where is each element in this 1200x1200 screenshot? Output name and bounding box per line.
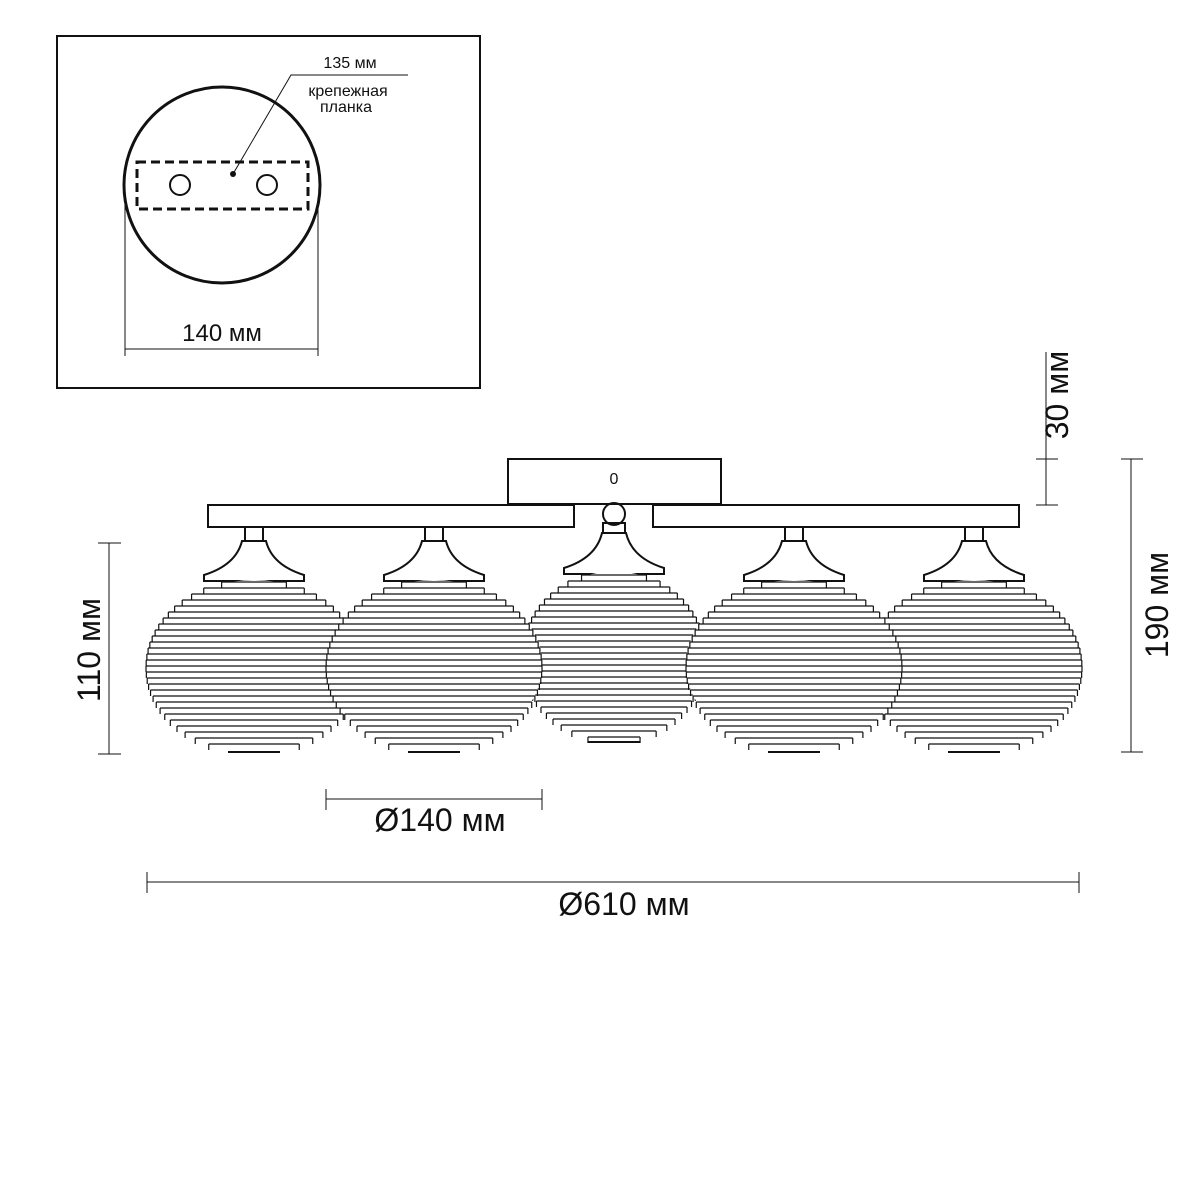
dimensions: 30 мм 190 мм 110 мм Ø140 мм Ø610 мм (71, 351, 1175, 922)
shade-3 (521, 532, 707, 743)
inset-frame (56, 35, 481, 389)
mounting-bar-dashed (135, 160, 310, 211)
canopy-height-label: 30 мм (1039, 351, 1075, 439)
shade-4 (685, 526, 903, 753)
shade-1 (145, 526, 363, 753)
canopy-mark: 0 (610, 471, 619, 488)
base-plate-circle (122, 85, 322, 285)
shade-group (145, 526, 1083, 753)
screw-hole-left (169, 174, 191, 196)
total-height-label: 190 мм (1139, 552, 1175, 658)
shade-height-label: 110 мм (71, 598, 107, 702)
arm-left (207, 504, 575, 528)
base-diameter-label: 140 мм (182, 320, 262, 347)
plate-size-label: 135 мм (323, 55, 376, 72)
plate-name-label-2: планка (320, 99, 372, 116)
screw-hole-right (256, 174, 278, 196)
plate-name-label-1: крепежная (308, 83, 387, 100)
arm-right (652, 504, 1020, 528)
total-diameter-label: Ø610 мм (558, 886, 689, 922)
shade-diameter-label: Ø140 мм (374, 802, 505, 838)
leader-line (232, 74, 408, 175)
shade-2 (325, 526, 543, 753)
mounting-inset: 135 мм крепежная планка 140 мм (56, 35, 481, 389)
fixture-side-view: 0 (145, 458, 1083, 753)
shade-5 (865, 526, 1083, 753)
center-knob (602, 502, 626, 534)
